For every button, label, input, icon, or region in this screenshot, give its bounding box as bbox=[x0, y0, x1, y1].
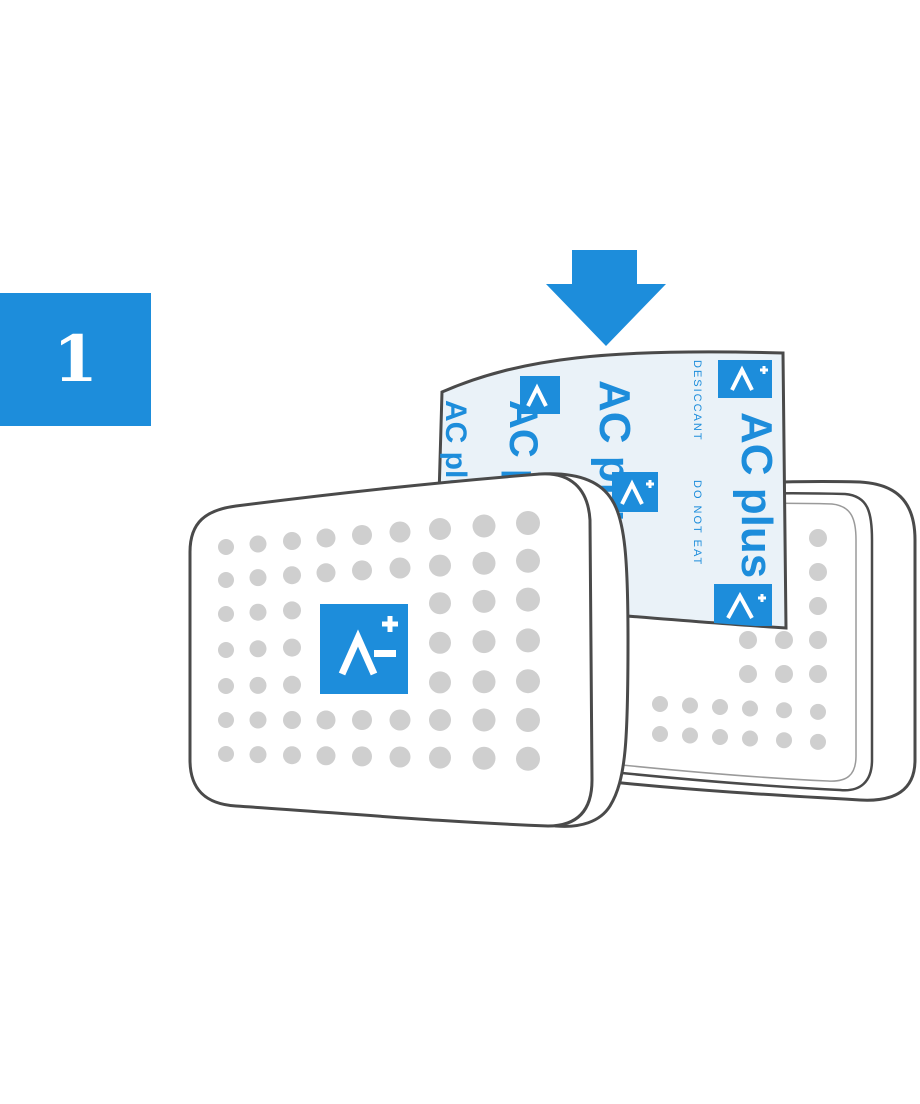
sachet-warning-text: DO NOT EAT bbox=[691, 480, 703, 566]
vent-dot bbox=[316, 746, 336, 766]
vent-dot bbox=[472, 551, 496, 575]
vent-dot bbox=[249, 569, 267, 587]
vent-dot bbox=[472, 670, 496, 694]
vent-dot bbox=[249, 676, 267, 694]
vent-dot bbox=[218, 606, 234, 622]
ac-plus-logo-icon bbox=[320, 604, 408, 694]
vent-dot bbox=[472, 708, 496, 732]
vent-dot bbox=[682, 727, 698, 744]
vent-dot bbox=[283, 601, 301, 620]
vent-dot bbox=[352, 525, 372, 545]
step-badge: 1 bbox=[0, 293, 151, 426]
vent-dot bbox=[249, 746, 267, 764]
vent-dot bbox=[249, 640, 267, 658]
down-arrow-icon bbox=[546, 250, 666, 346]
front-holder bbox=[188, 472, 630, 828]
vent-dot bbox=[516, 708, 540, 732]
vent-dot bbox=[283, 675, 301, 694]
front-holder-dots bbox=[218, 511, 540, 771]
vent-dot bbox=[283, 532, 301, 550]
vent-dot bbox=[739, 665, 757, 683]
vent-dot bbox=[516, 669, 540, 694]
vent-dot bbox=[316, 710, 336, 730]
vent-dot bbox=[809, 597, 827, 615]
vent-dot bbox=[429, 709, 451, 731]
vent-dot bbox=[249, 603, 267, 621]
sachet-logo-icon-4 bbox=[520, 376, 560, 414]
vent-dot bbox=[775, 665, 793, 683]
vent-dot bbox=[742, 730, 758, 747]
vent-dot bbox=[352, 710, 372, 730]
vent-dot bbox=[809, 563, 827, 581]
sachet-logo-icon-2 bbox=[714, 584, 772, 626]
vent-dot bbox=[429, 554, 451, 577]
vent-dot bbox=[472, 589, 496, 613]
vent-dot bbox=[283, 566, 301, 585]
vent-dot bbox=[776, 732, 792, 749]
vent-dot bbox=[429, 518, 451, 540]
vent-dot bbox=[352, 746, 372, 767]
vent-dot bbox=[249, 711, 267, 729]
vent-dot bbox=[652, 696, 668, 712]
vent-dot bbox=[283, 746, 301, 765]
vent-dot bbox=[516, 587, 540, 612]
vent-dot bbox=[389, 709, 411, 731]
vent-dot bbox=[352, 560, 372, 581]
vent-dot bbox=[429, 746, 451, 769]
vent-dot bbox=[218, 712, 234, 728]
sachet-logo-icon bbox=[718, 360, 772, 398]
vent-dot bbox=[516, 548, 540, 573]
vent-dot bbox=[809, 529, 827, 547]
vent-dot bbox=[739, 631, 757, 649]
vent-dot bbox=[429, 671, 451, 694]
vent-dot bbox=[516, 511, 540, 535]
vent-dot bbox=[389, 746, 411, 768]
vent-dot bbox=[283, 711, 301, 729]
vent-dot bbox=[429, 631, 451, 654]
vent-dot bbox=[516, 746, 540, 771]
vent-dot bbox=[389, 557, 411, 579]
vent-dot bbox=[809, 665, 827, 683]
vent-dot bbox=[472, 514, 496, 538]
vent-dot bbox=[218, 678, 234, 694]
vent-dot bbox=[775, 631, 793, 649]
vent-dot bbox=[316, 563, 336, 583]
vent-dot bbox=[810, 733, 826, 750]
vent-dot bbox=[742, 700, 758, 717]
vent-dot bbox=[516, 628, 540, 653]
vent-dot bbox=[316, 528, 336, 548]
vent-dot bbox=[283, 638, 301, 657]
vent-dot bbox=[249, 535, 267, 553]
vent-dot bbox=[429, 592, 451, 615]
vent-dot bbox=[712, 699, 728, 715]
sachet-brand-text: AC plus bbox=[732, 412, 781, 578]
vent-dot bbox=[218, 642, 234, 658]
vent-dot bbox=[776, 702, 792, 719]
vent-dot bbox=[809, 631, 827, 649]
back-holder-dots bbox=[652, 529, 827, 750]
step-number: 1 bbox=[53, 321, 98, 397]
vent-dot bbox=[472, 746, 496, 770]
sachet-small-text: DESICCANT bbox=[691, 360, 703, 442]
sachet-logo-icon-3 bbox=[612, 472, 658, 512]
vent-dot bbox=[218, 572, 234, 588]
vent-dot bbox=[712, 729, 728, 745]
vent-dot bbox=[682, 697, 698, 714]
vent-dot bbox=[652, 726, 668, 742]
vent-dot bbox=[810, 703, 826, 720]
vent-dot bbox=[389, 521, 411, 543]
vent-dot bbox=[218, 539, 234, 555]
vent-dot bbox=[218, 746, 234, 762]
vent-dot bbox=[472, 630, 496, 654]
